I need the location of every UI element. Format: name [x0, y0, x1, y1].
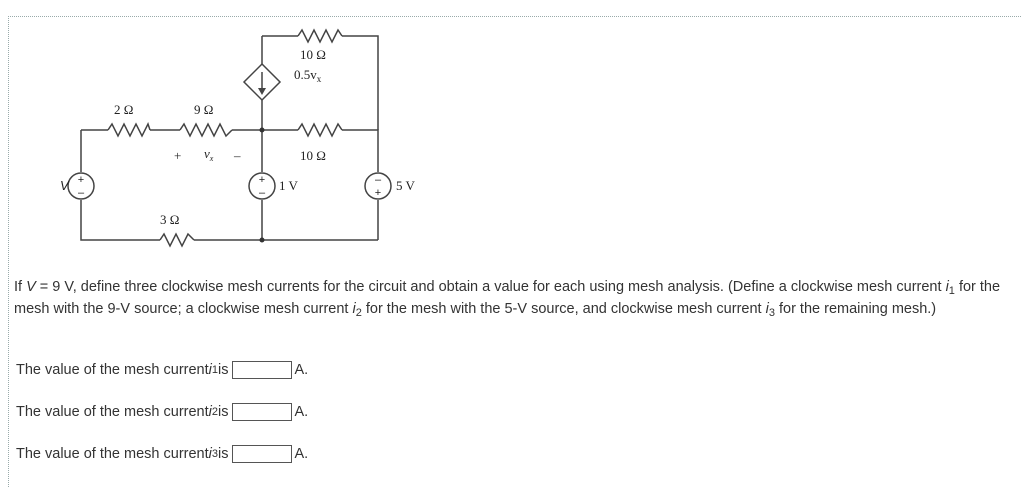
label-v-source: V	[60, 178, 70, 193]
resistor-2	[107, 122, 151, 138]
circuit-diagram: + – + – – + 10 Ω 0.5vx 2 Ω 9 Ω 10 Ω 3 Ω …	[60, 28, 416, 248]
circuit-wires	[80, 35, 379, 241]
question-i3-sub: 3	[211, 448, 218, 460]
label-vx: vx	[204, 146, 214, 163]
answer-input-i2[interactable]	[232, 403, 293, 421]
svg-text:–: –	[78, 187, 85, 199]
voltage-source-v: + –	[67, 172, 95, 200]
svg-text:–: –	[259, 187, 266, 199]
question-i1-var: i	[208, 362, 212, 378]
answer-input-i1[interactable]	[232, 361, 293, 379]
dependent-current-source	[242, 62, 282, 102]
question-i1-prefix: The value of the mesh current	[16, 362, 209, 378]
resistor-10-mid	[297, 122, 343, 138]
answer-input-i3[interactable]	[232, 445, 293, 463]
problem-statement: If V = 9 V, define three clockwise mesh …	[14, 279, 1001, 319]
label-r-10-mid: 10 Ω	[300, 148, 326, 163]
label-r-9: 9 Ω	[194, 102, 213, 117]
label-1v: 1 V	[279, 178, 299, 193]
svg-text:+: +	[259, 174, 265, 186]
label-vx-minus: –	[233, 148, 241, 163]
label-vx-plus: +	[174, 148, 181, 163]
question-i3-suffix: is	[218, 446, 229, 462]
label-dep-source: 0.5vx	[294, 67, 322, 84]
unit-i2: A.	[294, 404, 309, 420]
node-top	[259, 127, 265, 133]
unit-i1: A.	[294, 362, 309, 378]
label-5v: 5 V	[396, 178, 416, 193]
question-i2-var: i	[208, 404, 212, 420]
question-i3-var: i	[208, 446, 212, 462]
svg-text:–: –	[375, 174, 382, 186]
resistor-3	[159, 232, 195, 248]
question-i2-sub: 2	[211, 406, 218, 418]
voltage-source-5v: – +	[364, 172, 392, 200]
svg-text:+: +	[78, 174, 84, 186]
voltage-source-1v: + –	[248, 172, 276, 200]
resistor-9	[179, 122, 233, 138]
question-i2-suffix: is	[218, 404, 229, 420]
label-r-2: 2 Ω	[114, 102, 133, 117]
label-r-top: 10 Ω	[300, 47, 326, 62]
resistor-10-top	[297, 28, 343, 44]
label-r-3: 3 Ω	[160, 212, 179, 227]
content-frame	[8, 16, 1021, 487]
unit-i3: A.	[294, 446, 309, 462]
question-i3-prefix: The value of the mesh current	[16, 446, 209, 462]
question-i1-suffix: is	[218, 362, 229, 378]
svg-text:+: +	[375, 187, 381, 199]
question-i1-sub: 1	[211, 364, 218, 376]
question-i2-prefix: The value of the mesh current	[16, 404, 209, 420]
node-bottom	[259, 237, 265, 243]
